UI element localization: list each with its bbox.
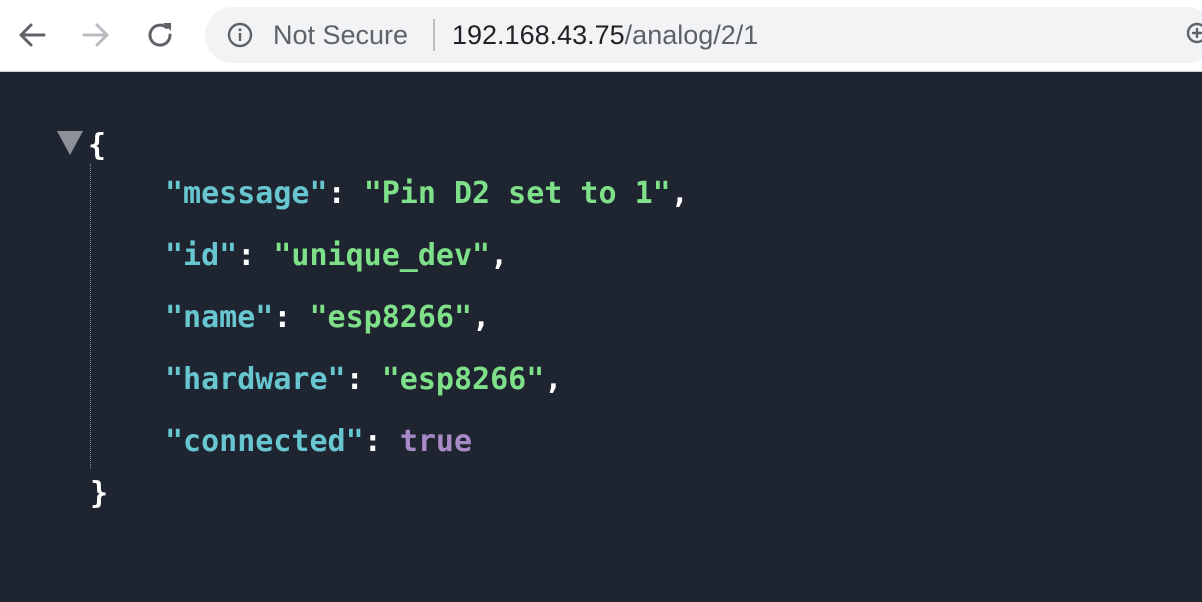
url-host: 192.168.43.75	[452, 20, 625, 50]
json-viewer: { "message": "Pin D2 set to 1", "id": "u…	[0, 72, 1202, 602]
json-key: "name"	[165, 300, 274, 335]
json-close-brace: }	[90, 476, 109, 511]
url-text[interactable]: 192.168.43.75/analog/2/1	[452, 7, 758, 63]
json-colon: :	[327, 176, 364, 211]
arrow-left-icon	[19, 23, 46, 47]
address-bar[interactable]: Not Secure 192.168.43.75/analog/2/1	[205, 7, 1202, 63]
json-colon: :	[273, 300, 310, 335]
json-entry-name: "name": "esp8266",	[165, 298, 490, 338]
json-key: "id"	[165, 238, 238, 273]
json-comma: ,	[490, 238, 509, 273]
url-path: /analog/2/1	[624, 20, 759, 50]
json-entry-id: "id": "unique_dev",	[165, 236, 508, 276]
json-string-value: "esp8266"	[309, 300, 473, 335]
json-boolean-value: true	[399, 424, 473, 459]
json-comma: ,	[472, 300, 491, 335]
json-string-value: "Pin D2 set to 1"	[363, 176, 671, 211]
reload-icon	[148, 23, 172, 47]
indent-guide	[90, 164, 91, 469]
security-label[interactable]: Not Secure	[273, 20, 409, 50]
json-colon: :	[345, 362, 382, 397]
json-open-brace: {	[88, 128, 107, 163]
json-string-value: "unique_dev"	[273, 238, 491, 273]
json-key: "hardware"	[165, 362, 346, 397]
json-entry-hardware: "hardware": "esp8266",	[165, 360, 562, 400]
forward-button[interactable]	[76, 15, 116, 55]
reload-button[interactable]	[140, 15, 180, 55]
arrow-right-icon	[82, 23, 109, 47]
back-button[interactable]	[12, 15, 52, 55]
json-string-value: "esp8266"	[381, 362, 545, 397]
json-comma: ,	[670, 176, 689, 211]
json-key: "connected"	[165, 424, 364, 459]
info-icon[interactable]	[227, 22, 253, 48]
browser-toolbar: Not Secure 192.168.43.75/analog/2/1	[0, 0, 1202, 72]
json-key: "message"	[165, 176, 328, 211]
json-entry-connected: "connected": true	[165, 422, 472, 462]
address-divider	[433, 19, 435, 51]
json-colon: :	[237, 238, 274, 273]
collapse-triangle-icon[interactable]	[56, 129, 84, 157]
json-comma: ,	[544, 362, 563, 397]
json-colon: :	[363, 424, 400, 459]
zoom-icon[interactable]	[1185, 21, 1202, 49]
json-entry-message: "message": "Pin D2 set to 1",	[165, 174, 689, 214]
